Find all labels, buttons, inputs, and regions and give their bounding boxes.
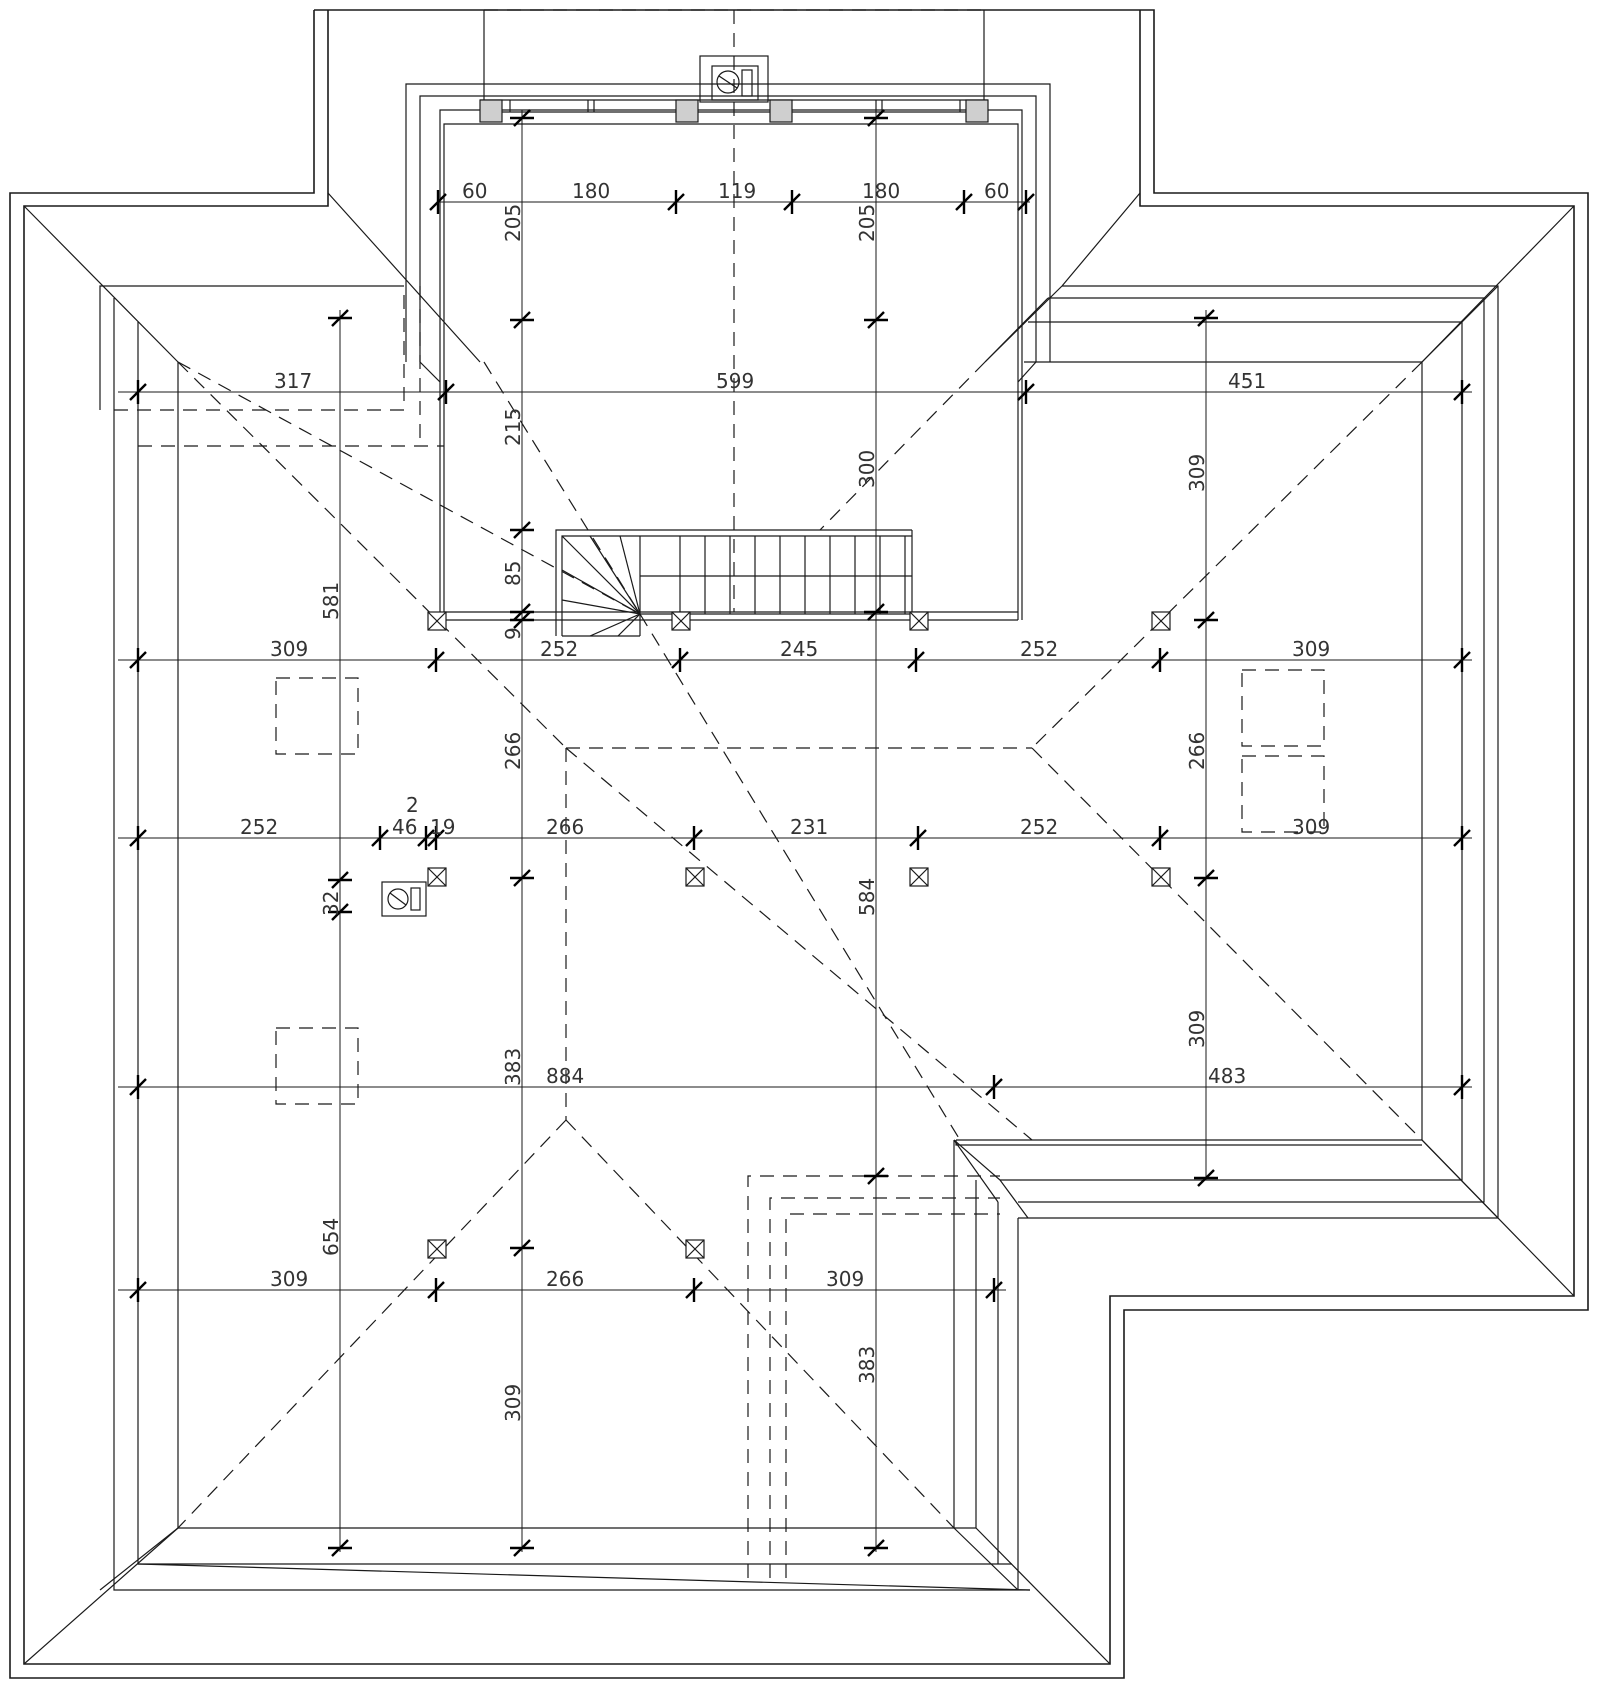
dim-label: 205: [501, 204, 525, 242]
dim-label: 119: [718, 179, 756, 203]
dim-label: 317: [274, 369, 312, 393]
dim-label: 231: [790, 815, 828, 839]
dim-label: 85: [501, 561, 525, 586]
post-5: [427, 867, 447, 887]
dim-label: 46: [392, 815, 417, 839]
dim-label: 383: [501, 1048, 525, 1086]
dim-label: 309: [270, 637, 308, 661]
post-7: [909, 867, 929, 887]
post-4: [1151, 611, 1171, 631]
dim-label: 654: [319, 1218, 343, 1256]
dim-label: 60: [462, 179, 487, 203]
dim-label: 2: [406, 793, 419, 817]
dim-label: 309: [270, 1267, 308, 1291]
dim-label: 309: [1292, 815, 1330, 839]
window-hatch-icon: [479, 99, 989, 123]
dim-label: 180: [572, 179, 610, 203]
dim-label: 483: [1208, 1064, 1246, 1088]
dim-label: 383: [855, 1346, 879, 1384]
dim-label: 252: [1020, 815, 1058, 839]
dim-label: 309: [1185, 454, 1209, 492]
post-8: [1151, 867, 1171, 887]
dim-label: 309: [826, 1267, 864, 1291]
dim-label: 300: [855, 450, 879, 488]
post-6: [685, 867, 705, 887]
post-10: [685, 1239, 705, 1259]
dim-label: 266: [501, 732, 525, 770]
dim-label: 309: [1185, 1010, 1209, 1048]
dim-label: 9: [501, 627, 525, 640]
post-cross-box-icon: [427, 611, 1171, 1259]
dim-label: 309: [501, 1384, 525, 1422]
dimension-ticks: [129, 109, 1471, 1557]
roof-outline: [9, 9, 1589, 1679]
dim-label: 266: [546, 1267, 584, 1291]
dim-label: 309: [1292, 637, 1330, 661]
hip-lines: [23, 192, 1575, 1665]
dim-label: 245: [780, 637, 818, 661]
dim-label: 581: [319, 582, 343, 620]
dim-label: 584: [855, 878, 879, 916]
post-1: [427, 611, 447, 631]
post-9: [427, 1239, 447, 1259]
dim-label: 205: [855, 204, 879, 242]
chimney-icon-lower: [381, 881, 427, 917]
dim-label: 884: [546, 1064, 584, 1088]
dim-label: 252: [540, 637, 578, 661]
dim-label: 60: [984, 179, 1009, 203]
dim-label: 451: [1228, 369, 1266, 393]
ridge-hidden-lines: [114, 10, 1423, 1578]
dimension-labels: 60 180 119 180 60 205 205 317 599 451 21…: [240, 179, 1330, 1422]
eaves-bands: [99, 285, 1499, 1591]
dim-label: 32: [319, 891, 343, 916]
dimension-lines: [118, 110, 1472, 1552]
dim-label: 215: [501, 408, 525, 446]
dim-label: 266: [546, 815, 584, 839]
post-2: [671, 611, 691, 631]
dim-label: 252: [1020, 637, 1058, 661]
dim-label: 599: [716, 369, 754, 393]
post-3: [909, 611, 929, 631]
dim-label: 252: [240, 815, 278, 839]
dim-label: 180: [862, 179, 900, 203]
dim-label: 266: [1185, 732, 1209, 770]
dim-label: 19: [430, 815, 455, 839]
